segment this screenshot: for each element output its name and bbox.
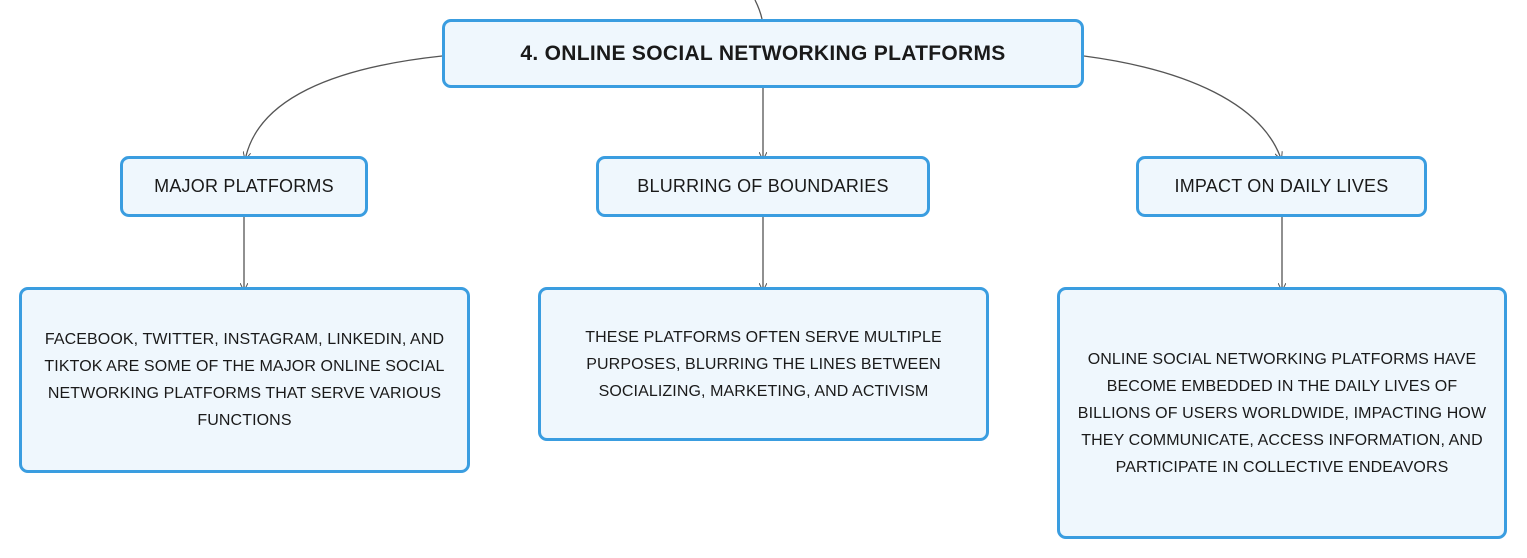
detail-text: FACEBOOK, TWITTER, INSTAGRAM, LINKEDIN, … <box>44 331 445 429</box>
detail-blurring-of-boundaries[interactable]: THESE PLATFORMS OFTEN SERVE MULTIPLE PUR… <box>538 287 989 441</box>
connector-root-to-major-platforms <box>246 55 443 156</box>
subtopic-major-platforms[interactable]: MAJOR PLATFORMS <box>120 156 368 217</box>
root-topic-node[interactable]: 4. ONLINE SOCIAL NETWORKING PLATFORMS <box>442 19 1084 88</box>
subtopic-label: BLURRING OF BOUNDARIES <box>637 176 889 196</box>
connector-root-to-impact-on-daily-lives <box>1083 55 1280 156</box>
root-topic-label: 4. ONLINE SOCIAL NETWORKING PLATFORMS <box>520 41 1006 65</box>
subtopic-blurring-of-boundaries[interactable]: BLURRING OF BOUNDARIES <box>596 156 930 217</box>
detail-impact-on-daily-lives[interactable]: ONLINE SOCIAL NETWORKING PLATFORMS HAVE … <box>1057 287 1507 539</box>
detail-text: THESE PLATFORMS OFTEN SERVE MULTIPLE PUR… <box>585 328 942 400</box>
connector-parent-to-root <box>754 0 763 20</box>
subtopic-label: IMPACT ON DAILY LIVES <box>1174 176 1389 196</box>
subtopic-label: MAJOR PLATFORMS <box>154 176 334 196</box>
detail-text: ONLINE SOCIAL NETWORKING PLATFORMS HAVE … <box>1077 350 1487 476</box>
detail-major-platforms[interactable]: FACEBOOK, TWITTER, INSTAGRAM, LINKEDIN, … <box>19 287 470 473</box>
subtopic-impact-on-daily-lives[interactable]: IMPACT ON DAILY LIVES <box>1136 156 1427 217</box>
